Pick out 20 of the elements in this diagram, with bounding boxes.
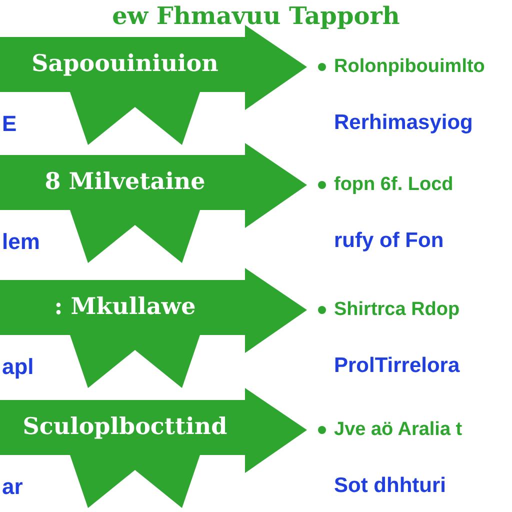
note-text: rufy of Fon <box>334 228 444 254</box>
side-text: E <box>2 110 17 138</box>
bullet-text: Shirtrca Rdop <box>334 298 460 322</box>
arrow-shape <box>0 143 308 265</box>
side-text: apl <box>2 353 34 381</box>
title: ew Fhmavuu Tapporh <box>111 0 401 32</box>
note-text: Rerhimasyiog <box>334 110 473 136</box>
arrow-shape <box>0 388 308 510</box>
side-text: lem <box>2 228 40 256</box>
arrow-label: Sapoouiniuion <box>32 49 218 80</box>
note-text: ProlTirrelora <box>334 353 460 379</box>
note-text: Sot dhhturi <box>334 473 446 499</box>
arrow-label: Sculoplbocttind <box>22 412 228 442</box>
bullet-text: Jve aö Aralia t <box>334 418 462 442</box>
bullet-text: Rolonpibouimlto <box>334 55 485 79</box>
side-text: ar <box>2 473 23 501</box>
arrow-label: : Mkullawe <box>54 292 196 322</box>
arrow-label: 8 Milvetaine <box>44 167 206 198</box>
bullet-text: fopn 6f. Locd <box>334 173 454 197</box>
arrow-shape <box>0 268 308 390</box>
